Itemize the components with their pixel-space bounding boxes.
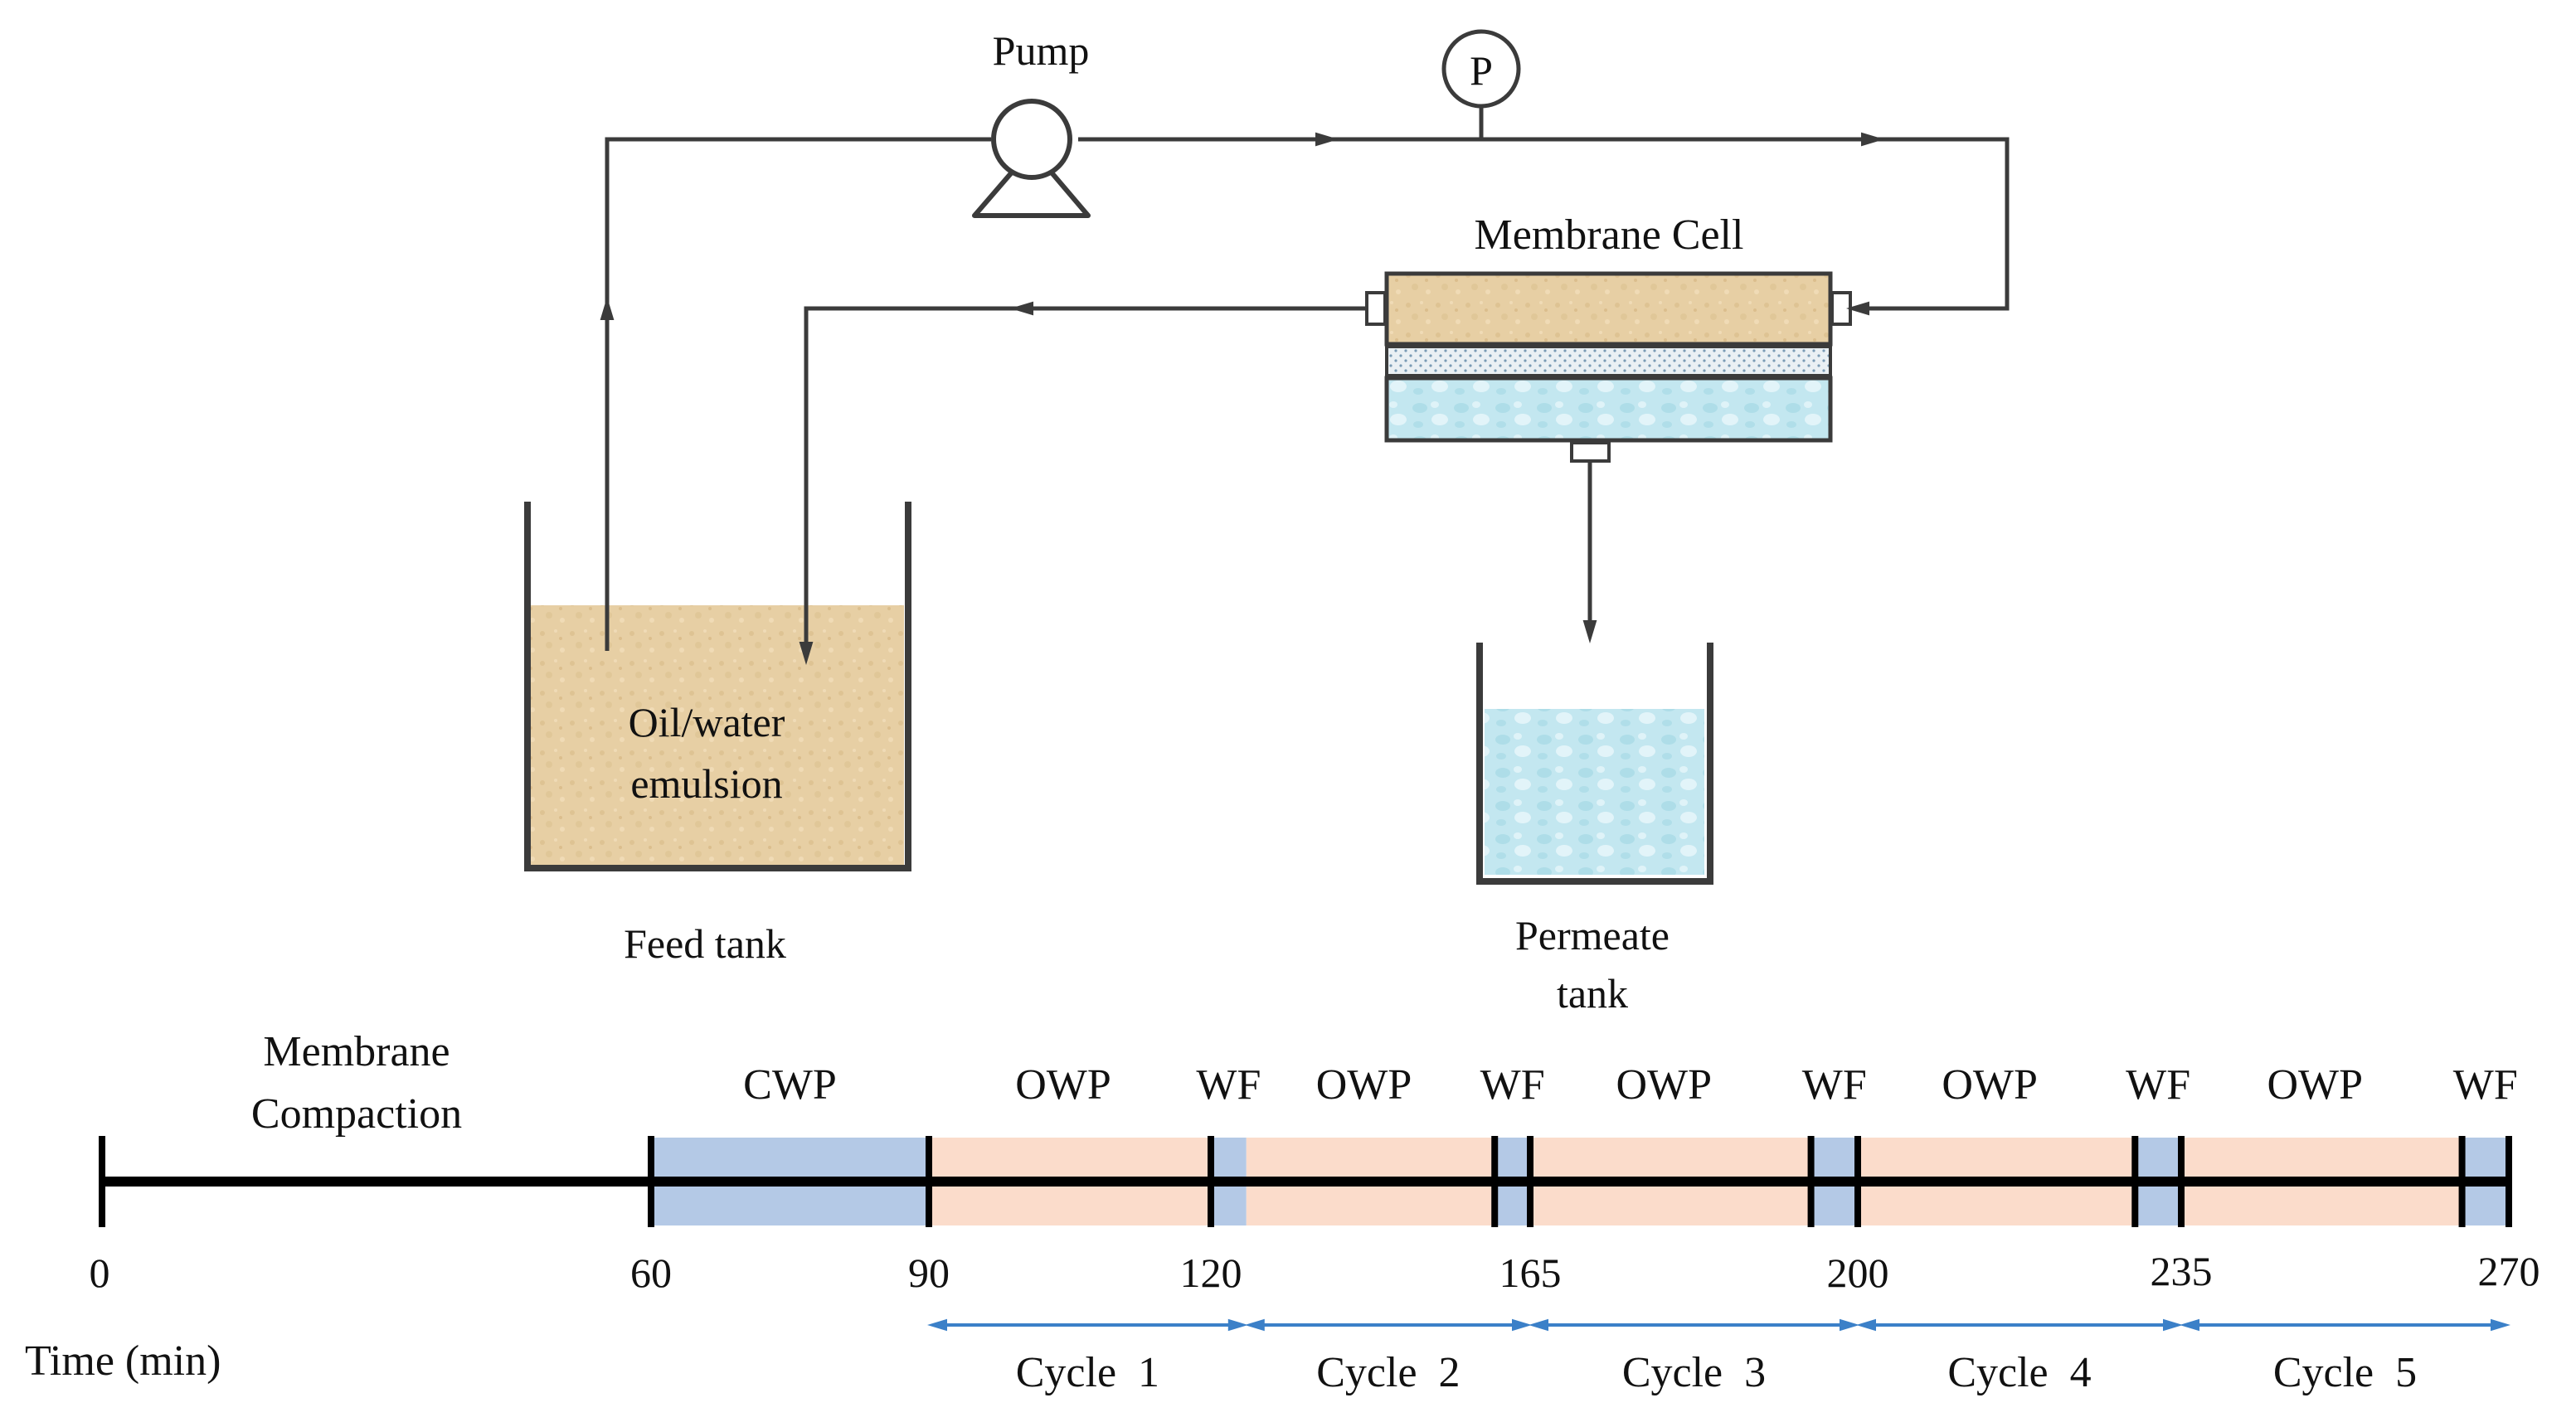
phase-label-owp: OWP xyxy=(1015,1061,1111,1109)
membrane-layer xyxy=(1385,345,1832,377)
arrow-feed-up xyxy=(600,297,615,320)
cycle-arrow-head-left xyxy=(927,1318,947,1332)
cycle-arrow-head-left xyxy=(1244,1318,1265,1332)
cycle-label: Cycle 5 xyxy=(2273,1349,2417,1396)
membrane-cell-label: Membrane Cell xyxy=(1475,211,1744,259)
cycle-arrow-head-right xyxy=(2163,1318,2183,1332)
permeate-tank-walls xyxy=(1476,643,1713,885)
phase-label-wf: WF xyxy=(1480,1061,1545,1109)
cycle-arrow-head-right xyxy=(2491,1318,2510,1332)
tick-label: 60 xyxy=(630,1250,672,1296)
phase-label-owp: OWP xyxy=(1616,1061,1713,1109)
tick-label: 90 xyxy=(908,1250,950,1296)
feed-tank-emulsion xyxy=(531,605,904,866)
membrane-cell-permeate-side xyxy=(1384,376,1833,443)
phase-label-wf: WF xyxy=(1802,1061,1867,1109)
pump-label: Pump xyxy=(993,27,1090,74)
cycle-label: Cycle 4 xyxy=(1947,1349,2091,1396)
feed-tank-contents-line1: Oil/water xyxy=(629,699,785,745)
permeate-tank-label-line2: tank xyxy=(1557,970,1628,1017)
feed-tank-contents-line2: emulsion xyxy=(630,760,782,807)
pipe-pump-to-cell xyxy=(1078,137,2010,311)
arrow-permeate-down xyxy=(1582,620,1597,643)
cycle-label: Cycle 1 xyxy=(1016,1349,1159,1396)
tick-label: 235 xyxy=(2151,1248,2213,1294)
arrow-retentate-down xyxy=(799,642,814,665)
membrane-cell-feed-side xyxy=(1384,271,1833,347)
arrow-cell-inlet xyxy=(1846,301,1869,316)
phase-label-owp: OWP xyxy=(1316,1061,1412,1109)
cycle-arrow-head-left xyxy=(1856,1318,1876,1332)
pipe-feed-to-pump xyxy=(605,137,991,651)
pressure-gauge-label: P xyxy=(1470,47,1493,94)
pump-icon xyxy=(991,99,1072,180)
cycle-label: Cycle 2 xyxy=(1316,1349,1460,1396)
tick-label: 200 xyxy=(1827,1250,1889,1296)
tick-label: 120 xyxy=(1180,1250,1242,1296)
cycle-arrow-head-left xyxy=(2180,1318,2199,1332)
pressure-gauge-icon xyxy=(1441,29,1521,109)
tick-label: 270 xyxy=(2478,1248,2540,1294)
phase-label-owp: OWP xyxy=(2267,1061,2364,1109)
feed-tank-label: Feed tank xyxy=(624,920,786,967)
permeate-tank-water xyxy=(1485,709,1704,875)
arrow-retentate-left xyxy=(1010,301,1033,316)
membrane-compaction-label-line2: Compaction xyxy=(251,1090,462,1138)
cycle-label: Cycle 3 xyxy=(1622,1349,1766,1396)
cycle-arrow-head-right xyxy=(1227,1318,1248,1332)
pump-base xyxy=(972,147,1091,218)
membrane-cell-permeate-port xyxy=(1570,441,1611,463)
arrow-flow-right-2 xyxy=(1861,132,1884,147)
phase-label-wf: WF xyxy=(1196,1061,1261,1109)
membrane-compaction-label-line1: Membrane xyxy=(263,1028,450,1075)
membrane-cell-outlet-port xyxy=(1365,291,1387,326)
phase-label-wf: WF xyxy=(2126,1061,2190,1109)
tick-label: 165 xyxy=(1499,1250,1562,1296)
tick-label: 0 xyxy=(90,1250,110,1296)
permeate-tank-label-line1: Permeate xyxy=(1515,912,1670,959)
arrow-flow-right-1 xyxy=(1315,132,1339,147)
cycle-arrow-head-right xyxy=(1840,1318,1859,1332)
phase-label-owp: OWP xyxy=(1942,1061,2038,1109)
cycle-arrow-head-left xyxy=(1529,1318,1548,1332)
time-axis-label: Time (min) xyxy=(25,1337,221,1385)
cycle-arrow-head-right xyxy=(1512,1318,1532,1332)
feed-tank-walls xyxy=(524,502,911,871)
phase-label-wf: WF xyxy=(2453,1061,2518,1109)
phase-label-cwp: CWP xyxy=(743,1061,837,1109)
pipe-retentate-return xyxy=(804,306,1365,651)
